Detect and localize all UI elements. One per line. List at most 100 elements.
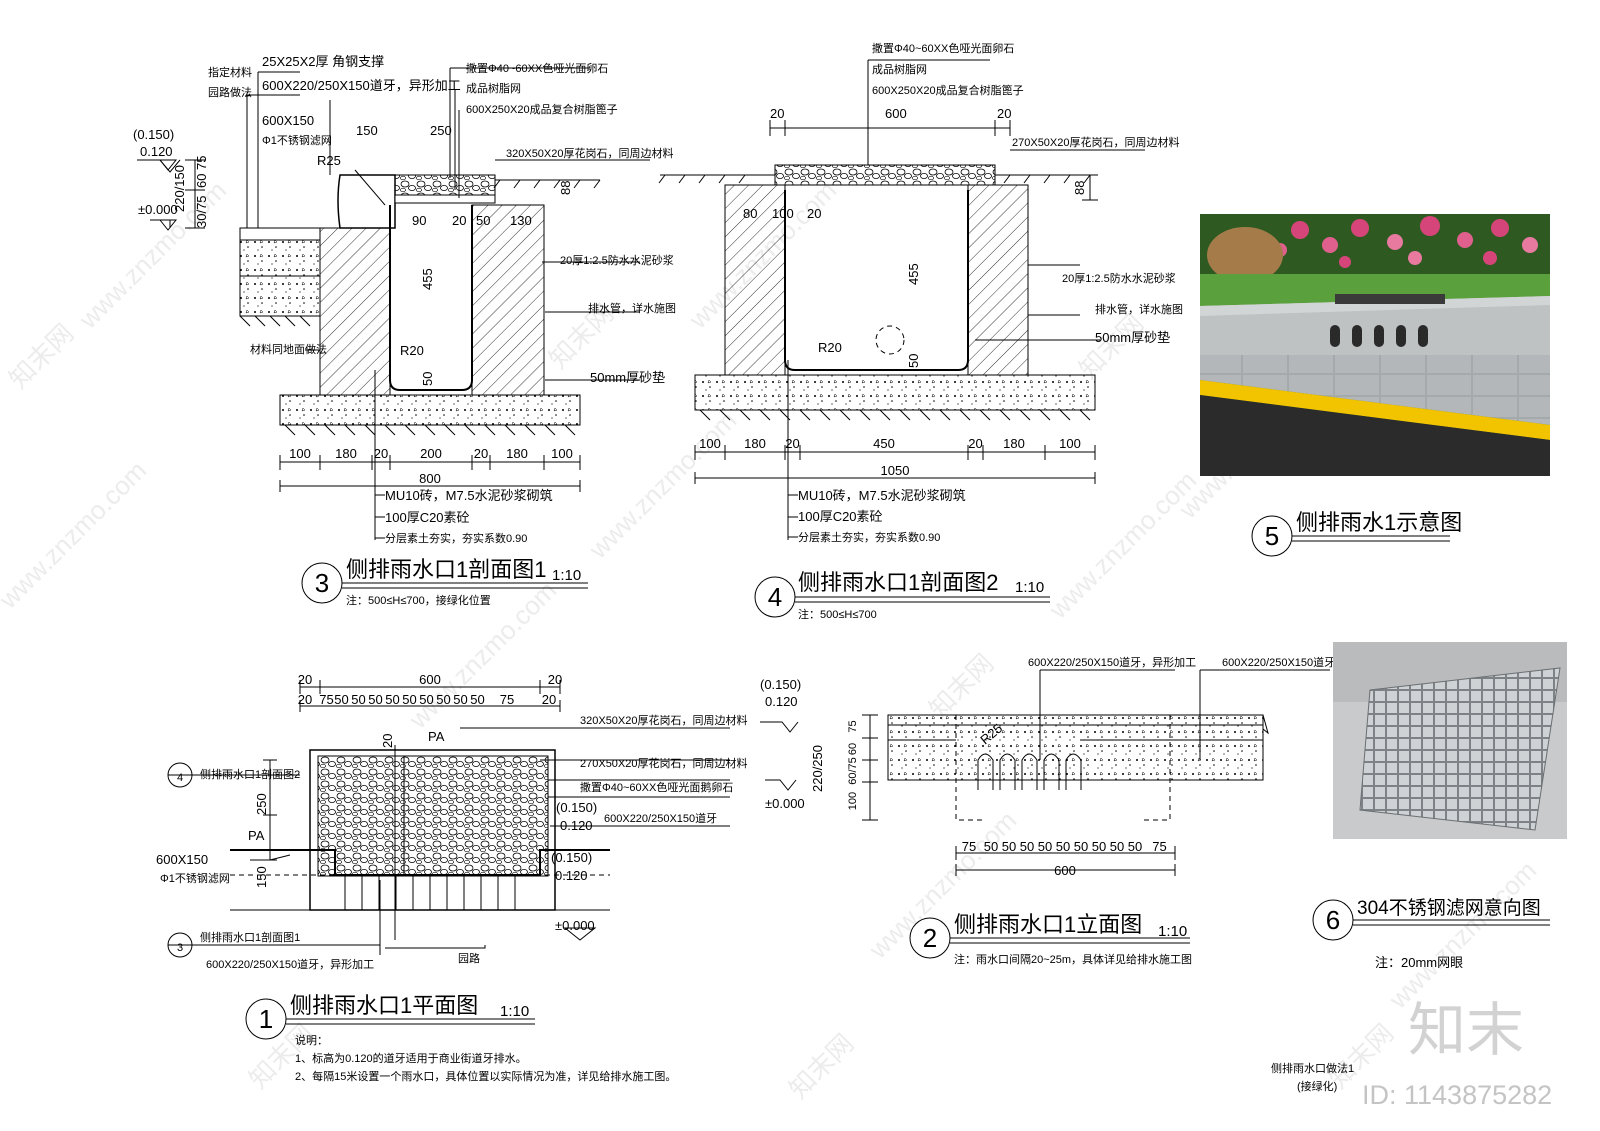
label: Φ1不锈钢滤网 [160,872,230,885]
flowers [1273,216,1538,268]
detail-3-note: 注：500≤H≤700，接绿化位置 [346,593,491,607]
dimension-value: 75 [962,839,976,854]
drawing-title: 侧排雨水口做法1 [1271,1061,1354,1075]
label: 50mm厚砂垫 [590,370,665,385]
watermark-text: 知末网 [1073,308,1149,384]
dimension-value: 75 [1152,839,1166,854]
label: R20 [400,343,424,358]
dimension-value: 20 [374,446,388,461]
label: 270X50X20厚花岗石，同周边材料 [580,756,748,770]
label: 600X220/250X150道牙 [604,811,717,825]
detail-1-plan: 1 侧排雨水口1平面图 1:10 说明： 1、标高为0.120的道牙适用于商业街… [156,672,748,1083]
label: 50 [476,213,490,228]
dimension-value: 50 [1110,839,1124,854]
label: 600X150 [156,852,208,867]
label: 100厚C20素砼 [385,510,470,525]
label: 600X220/250X150道牙，异形加工 [206,957,374,971]
label: 园路做法 [208,85,252,99]
dimension-value: 100 [1059,436,1081,451]
dimension-total: 800 [419,471,441,486]
drawing-subtitle: (接绿化) [1297,1079,1337,1093]
label: 撒置Φ40~60XX色哑光面卵石 [872,41,1014,55]
notes-heading: 说明： [295,1033,328,1047]
dimension-value: 50 [1092,839,1106,854]
detail-5-photo: 5 侧排雨水1示意图 [1200,214,1550,557]
label: (0.150) [133,127,174,142]
label: 排水管，详水施图 [1095,302,1183,316]
label: ±0.000 [555,918,595,933]
dimension-value: 20 [548,672,562,687]
label: 50 [906,354,921,368]
label: MU10砖，M7.5水泥砂浆砌筑 [385,488,553,503]
curb-slots [1330,325,1428,347]
dimension-total: 1050 [881,463,910,478]
detail-6-photo: 6 304不锈钢滤网意向图 注：20mm网眼 [1312,642,1567,970]
image-id: ID: 1143875282 [1362,1080,1552,1110]
dimension-value: 50 [1128,839,1142,854]
dimension-value: 50 [402,692,416,707]
brand-logo: 知末 [1408,998,1524,1063]
dimension-value: 20 [785,436,799,451]
dimension-value: 20 [298,692,312,707]
label: 撒置Φ40~60XX色哑光面鹅卵石 [580,780,733,794]
detail-4-number: 4 [768,582,782,612]
label: 撒置Φ40~60XX色哑光面卵石 [466,61,608,75]
detail-2-elevation: 2 侧排雨水口1立面图 1:10 注：雨水口间隔20~25m，具体详见给排水施工… [760,655,1335,966]
dimension-value: 50 [368,692,382,707]
label: 600X250X20成品复合树脂篦子 [872,83,1024,97]
label: 0.120 [765,694,798,709]
label: 130 [510,213,532,228]
detail-2-note: 注：雨水口间隔20~25m，具体详见给排水施工图 [954,952,1192,966]
dimension-value: 75 [847,720,859,732]
label: 90 [412,213,426,228]
dimension-total: 600 [1054,863,1076,878]
dimension-value: 20 [542,692,556,707]
dimension-value: 600 [419,672,441,687]
dimension-value: 75 [319,692,333,707]
label: 50mm厚砂垫 [1095,330,1170,345]
dimension-value: 60/75 [847,757,859,785]
dimension-value: 100 [699,436,721,451]
label: 320X50X20厚花岗石，同周边材料 [506,146,674,160]
label: 分层素土夯实，夯实系数0.90 [798,530,940,544]
watermark-text: www.znzmo.com [862,805,1022,965]
label: 20 [452,213,466,228]
watermark-text: www.znzmo.com [0,455,152,615]
label: 100厚C20素砼 [798,509,883,524]
curb-openings [977,753,1082,790]
dimension-value: 180 [744,436,766,451]
dimension-value: 180 [1003,436,1025,451]
detail-4-title: 侧排雨水口1剖面图2 [798,570,998,595]
dimension-value: 200 [420,446,442,461]
label: 150 [356,123,378,138]
label: 园路 [458,952,480,965]
label: 220/150 [172,165,187,212]
label: 30/75 [194,195,209,228]
detail-2-scale: 1:10 [1158,923,1187,940]
detail-6-number: 6 [1326,905,1340,935]
dimension-value: 50 [453,692,467,707]
label: 320X50X20厚花岗石，同周边材料 [580,713,748,727]
label: PA [428,729,445,744]
label: 成品树脂网 [466,81,521,95]
label: 0.120 [560,818,593,833]
dimension-value: 100 [847,792,859,810]
dimension-value: 60 [847,743,859,755]
dimension-value: 50 [334,692,348,707]
label: (0.150) [556,800,597,815]
dimension-value: 450 [873,436,895,451]
detail-1-title: 侧排雨水口1平面图 [290,993,478,1018]
label: 20 [807,206,821,221]
dimension-value: 180 [506,446,528,461]
label: R20 [818,340,842,355]
dimension-value: 50 [984,839,998,854]
dimension-value: 50 [1074,839,1088,854]
label: 250 [254,793,269,815]
label: 600X150 [262,113,314,128]
detail-4-note: 注：500≤H≤700 [798,607,877,621]
label: 3 [177,942,183,954]
